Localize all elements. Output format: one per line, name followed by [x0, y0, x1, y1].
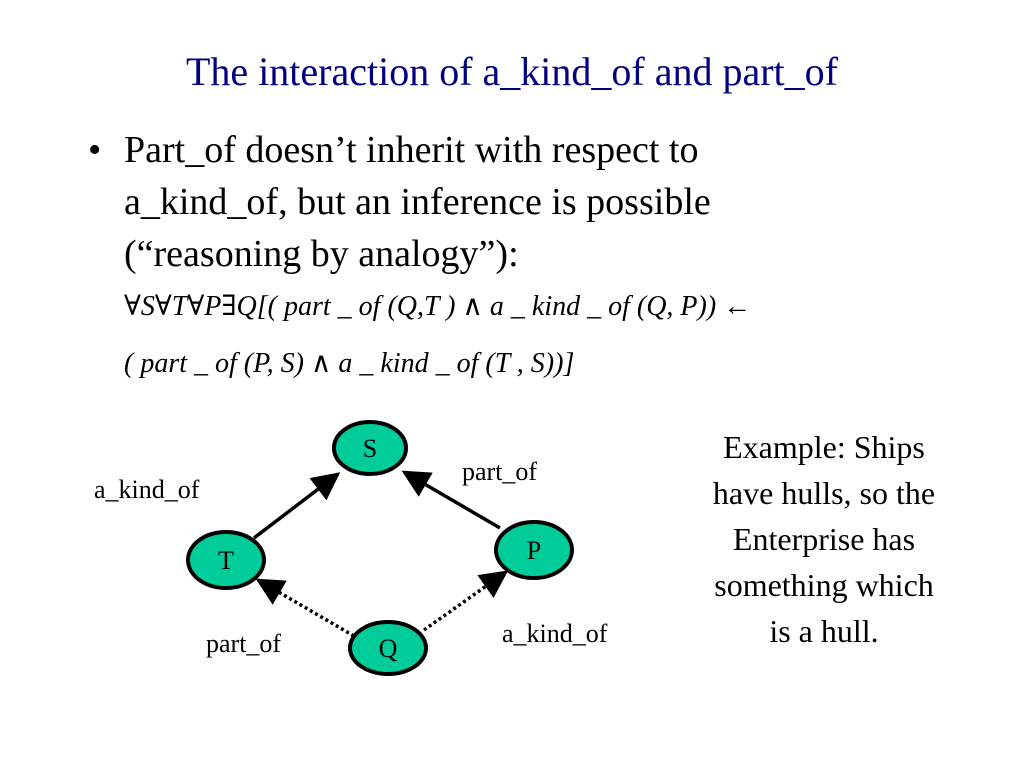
- example-line-2: have hulls, so the: [712, 475, 936, 511]
- node-s: S: [332, 420, 408, 476]
- node-q: Q: [348, 620, 428, 676]
- node-t-shape: [186, 530, 266, 590]
- bullet-line-1: • Part_of doesn’t inherit with respect t…: [88, 124, 878, 176]
- example-line-3: Enterprise has: [732, 521, 916, 557]
- edge-label-q-to-p: a_kind_of: [502, 619, 608, 648]
- edge-q-to-p: [422, 570, 509, 632]
- node-s-shape: [332, 420, 408, 476]
- example-line-4: something which: [714, 567, 934, 603]
- node-p-label: P: [527, 536, 541, 565]
- example-line-1: Example: Ships: [723, 429, 925, 465]
- edge-q-to-t: [255, 578, 355, 638]
- bullet-line-2: a_kind_of, but an inference is possible: [88, 176, 878, 228]
- node-t-label: T: [218, 546, 234, 575]
- formula-line-2: ( part _ of (P, S) ∧ a _ kind _ of (T , …: [124, 348, 575, 379]
- node-t: T: [186, 530, 266, 590]
- edge-t-to-s: [252, 472, 341, 540]
- bullet-text-1: Part_of doesn’t inherit with respect to: [124, 129, 699, 171]
- bullet-block: • Part_of doesn’t inherit with respect t…: [88, 124, 878, 280]
- node-p-shape: [494, 520, 574, 580]
- bullet-text-3: (“reasoning by analogy”):: [124, 233, 519, 275]
- node-s-label: S: [363, 434, 377, 463]
- edge-label-t-to-s: a_kind_of: [94, 475, 200, 504]
- edge-p-to-s: [401, 470, 501, 530]
- edge-label-p-to-s: part_of: [462, 457, 537, 486]
- bullet-text-2: a_kind_of, but an inference is possible: [124, 181, 711, 223]
- slide-title: The interaction of a_kind_of and part_of: [186, 49, 838, 94]
- example-line-5: is a hull.: [769, 613, 879, 649]
- node-q-label: Q: [379, 634, 398, 663]
- node-p: P: [494, 520, 574, 580]
- bullet-line-3: (“reasoning by analogy”):: [88, 228, 878, 280]
- edge-label-q-to-t: part_of: [206, 629, 281, 658]
- bullet-dot: •: [88, 129, 102, 171]
- example-text: Example: Ships have hulls, so the Enterp…: [674, 424, 974, 654]
- node-q-shape: [348, 620, 428, 676]
- formula-line-1: ∀S∀T∀P∃Q[( part _ of (Q,T ) ∧ a _ kind _…: [124, 291, 752, 322]
